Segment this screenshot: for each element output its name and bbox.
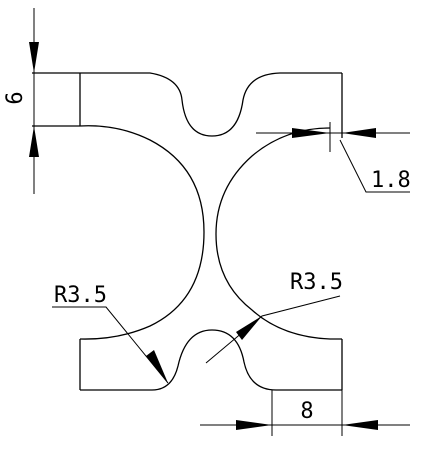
leader-radius-right bbox=[205, 295, 341, 364]
dimension-radius-left: R3.5 bbox=[52, 283, 169, 384]
dim-text-r3-5-right: R3.5 bbox=[290, 270, 343, 295]
dim-text-1-8: 1.8 bbox=[371, 168, 411, 193]
left-arc bbox=[79, 125, 205, 340]
dimension-offset-right: 1.8 bbox=[256, 122, 411, 193]
dim-arrow-top bbox=[29, 42, 39, 73]
dim-arrow-radius-right bbox=[236, 316, 262, 340]
dim-arrow-radius-left bbox=[146, 350, 168, 383]
right-arc bbox=[215, 127, 342, 340]
dimension-radius-right: R3.5 bbox=[205, 270, 343, 364]
part-outline bbox=[32, 72, 343, 391]
dim-arrow-bottom-left bbox=[236, 420, 272, 430]
top-edge bbox=[80, 72, 342, 137]
dimension-height-left: 6 bbox=[3, 8, 39, 194]
dim-text-r3-5-left: R3.5 bbox=[54, 283, 107, 308]
dim-text-6: 6 bbox=[3, 91, 28, 104]
dim-arrow-bottom-right bbox=[342, 420, 378, 430]
dim-arrow-offset-left bbox=[292, 128, 330, 138]
bottom-edge bbox=[80, 329, 342, 391]
dim-text-8: 8 bbox=[300, 399, 313, 424]
leader-offset bbox=[339, 139, 410, 193]
leader-radius-left bbox=[52, 306, 169, 384]
dim-arrow-bottom bbox=[29, 126, 39, 157]
dim-arrow-offset-right bbox=[342, 128, 376, 138]
dimension-width-bottom: 8 bbox=[200, 390, 410, 436]
